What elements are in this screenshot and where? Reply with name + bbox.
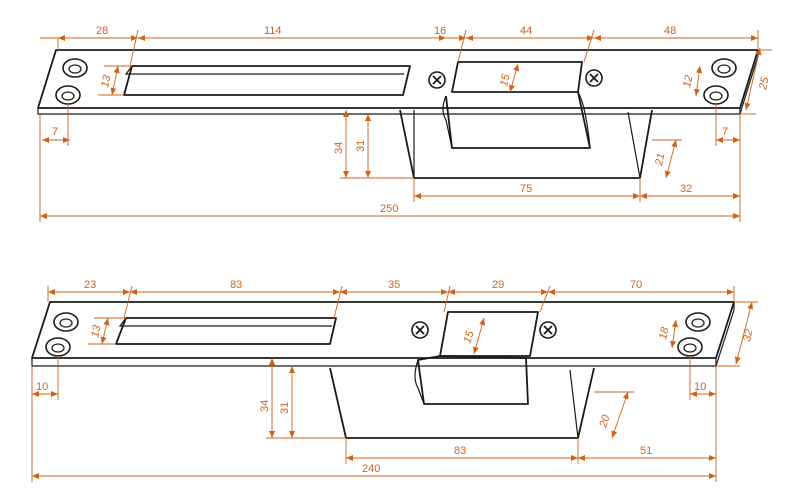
faceplate-top: [37, 49, 759, 115]
dim-label: 83: [454, 445, 466, 457]
screw-cross-icon: [411, 321, 429, 339]
latch-bottom: [414, 311, 539, 405]
dim-label: 23: [84, 279, 96, 291]
dim-label: 28: [96, 25, 108, 37]
screw-cross-icon: [585, 69, 603, 87]
dim-label: 10: [36, 381, 48, 393]
dim-label: 29: [492, 279, 504, 291]
dim-label: 7: [52, 126, 58, 138]
dim-label: 32: [680, 183, 692, 195]
dim-label: 18: [657, 325, 671, 340]
dim-label: 13: [89, 323, 103, 338]
faceplate-bottom: [31, 301, 735, 367]
dim-label: 48: [664, 25, 676, 37]
dim-label: 44: [520, 25, 532, 37]
dim-label: 75: [520, 183, 532, 195]
dim-label: 7: [722, 126, 728, 138]
strike-housing-bottom: [329, 367, 595, 439]
dim-label: 34: [259, 400, 271, 412]
mounting-hole-icon: [45, 312, 711, 357]
dim-label: 34: [333, 142, 345, 154]
dim-label: 21: [653, 152, 667, 167]
strike-plate-240: 23 83 35 29 70 13 15 18 32 10 10 34 31 2…: [31, 279, 758, 482]
screw-cross-icon: [539, 321, 557, 339]
dimensions-top: 28 114 16 44 48 13 15 12 25 7 7 34 31 21…: [39, 25, 772, 222]
latch-top: [442, 61, 591, 149]
dim-label: 20: [597, 413, 613, 430]
dim-label: 35: [388, 279, 400, 291]
dim-label: 12: [681, 74, 695, 88]
dim-label: 31: [355, 140, 367, 152]
dimensions-bottom: 23 83 35 29 70 13 15 18 32 10 10 34 31 2…: [31, 279, 758, 482]
dim-label: 32: [741, 328, 755, 342]
dim-label: 250: [380, 203, 398, 215]
screw-cross-icon: [428, 71, 446, 89]
dim-label: 114: [264, 25, 282, 37]
dim-label: 15: [498, 72, 512, 87]
mounting-hole-icon: [55, 58, 737, 105]
dim-label: 15: [461, 329, 476, 345]
dim-label: 51: [640, 445, 652, 457]
strike-plate-250: 28 114 16 44 48 13 15 12 25 7 7 34 31 21…: [37, 25, 772, 222]
dim-label: 70: [630, 279, 642, 291]
dim-label: 240: [362, 463, 380, 475]
dim-label: 31: [279, 402, 291, 414]
dim-label: 10: [694, 381, 706, 393]
dim-label: 13: [99, 73, 113, 88]
strike-housing-top: [399, 109, 653, 179]
dim-label: 83: [230, 279, 242, 291]
dim-label: 25: [757, 75, 772, 91]
dim-label: 16: [434, 25, 446, 37]
